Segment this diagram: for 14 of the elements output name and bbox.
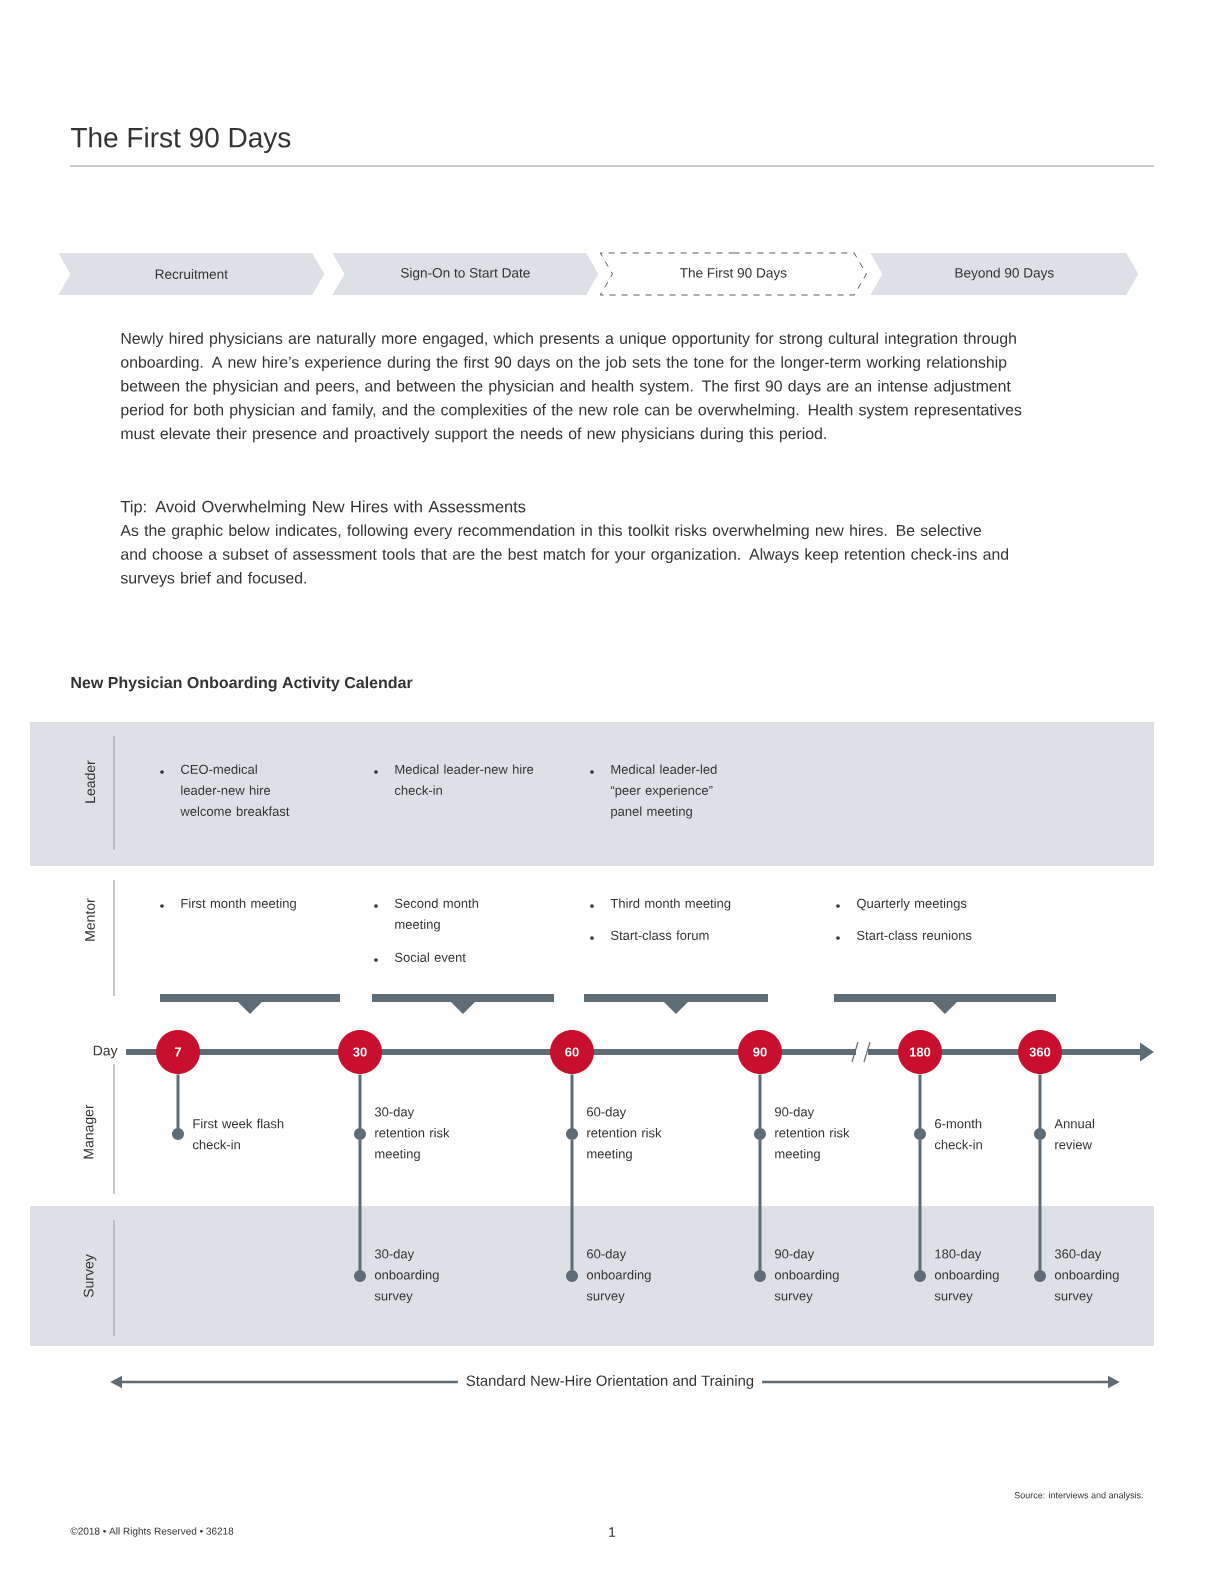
section-heading: New Physician Onboarding Activity Calendar <box>71 676 413 692</box>
connector-line <box>1038 1074 1042 1128</box>
tip-heading: Tip: Avoid Overwhelming New Hires with Assessments <box>120 500 526 516</box>
connector-line <box>570 1140 574 1270</box>
connector-line <box>358 1074 362 1128</box>
connector-line <box>758 1140 762 1270</box>
connector-line <box>1038 1140 1042 1270</box>
connector-line <box>570 1074 574 1128</box>
connector-line <box>758 1074 762 1128</box>
connector-line <box>358 1140 362 1270</box>
connector-line <box>918 1140 922 1270</box>
connector-line <box>176 1074 180 1128</box>
page-title: The First 90 Days <box>71 126 291 154</box>
connector-line <box>918 1074 922 1128</box>
